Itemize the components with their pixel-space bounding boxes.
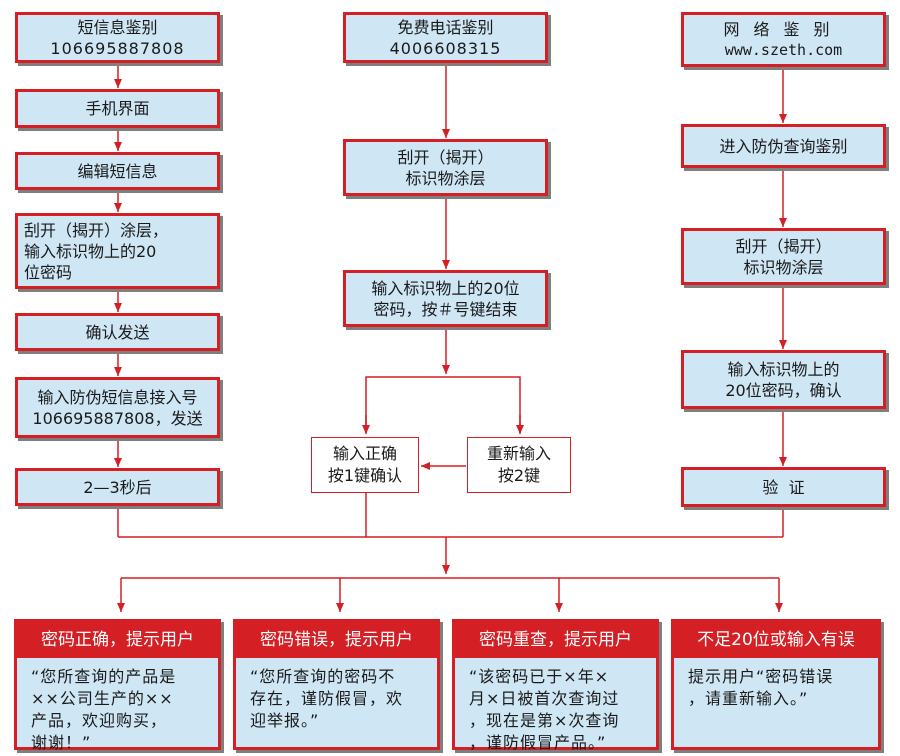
result-line: “该密码已于×年×	[469, 667, 610, 686]
edit-sms-label: 编辑短信息	[77, 161, 158, 181]
result-recheck-body: “该密码已于×年× 月×日被首次查询过 ，现在是第×次查询 ，谨防假冒产品。”	[455, 658, 656, 754]
phone-title: 免费电话鉴别	[397, 17, 494, 37]
result-line: 迎举报。”	[250, 711, 320, 730]
mid-scratch-line-1: 刮开（揭开）	[397, 147, 494, 167]
web-url: www.szeth.com	[724, 40, 843, 59]
result-recheck-title: 密码重查，提示用户	[455, 622, 656, 658]
result-invalid-box: 不足20位或输入有误 提示用户“密码错误 ，请重新输入。”	[671, 619, 881, 750]
arrow-mid-split	[365, 376, 521, 433]
result-line: 提示用户“密码错误	[688, 667, 834, 686]
mid-scratch-box: 刮开（揭开） 标识物涂层	[343, 139, 548, 196]
result-wrong-title: 密码错误，提示用户	[236, 622, 437, 658]
result-line: “您所查询的产品是	[31, 667, 177, 686]
verify-box: 验 证	[681, 467, 886, 507]
result-wrong-box: 密码错误，提示用户 “您所查询的密码不 存在，谨防假冒，欢 迎举报。”	[233, 619, 440, 750]
right-scratch-line-2: 标识物涂层	[743, 257, 824, 277]
reenter-line-1: 重新输入	[486, 444, 551, 463]
result-line: ，请重新输入。”	[688, 689, 809, 708]
web-verification-box: 网络鉴别 www.szeth.com	[681, 12, 886, 67]
wait-label: 2—3秒后	[83, 477, 152, 497]
edit-sms-box: 编辑短信息	[15, 152, 220, 190]
right-enter-code-line-2: 20位密码，确认	[725, 380, 842, 400]
result-line: 存在，谨防假冒，欢	[250, 689, 404, 708]
confirm-send-box: 确认发送	[15, 313, 220, 351]
input-correct-box: 输入正确 按1键确认	[311, 437, 419, 493]
result-line: 谢谢！”	[31, 733, 92, 752]
sms-number: 106695887808	[50, 38, 185, 58]
scratch-line-2: 输入标识物上的20	[24, 241, 157, 261]
enter-query-box: 进入防伪查询鉴别	[681, 124, 886, 168]
mid-enter-code-line-2: 密码，按＃号键结束	[373, 299, 518, 319]
correct-line-1: 输入正确	[332, 444, 397, 463]
result-correct-body: “您所查询的产品是 ××公司生产的×× 产品，欢迎购买， 谢谢！”	[17, 658, 218, 754]
reenter-line-2: 按2键	[497, 466, 541, 485]
enter-number-line-1: 输入防伪短信息接入号	[37, 387, 198, 407]
result-line: ，谨防假冒产品。”	[469, 733, 607, 752]
result-invalid-body: 提示用户“密码错误 ，请重新输入。”	[674, 658, 878, 710]
phone-number: 4006608315	[389, 38, 502, 58]
verify-label: 验 证	[762, 477, 805, 497]
right-scratch-box: 刮开（揭开） 标识物涂层	[681, 228, 886, 285]
confirm-send-label: 确认发送	[85, 322, 150, 342]
scratch-line-1: 刮开（揭开）涂层，	[24, 220, 169, 240]
right-enter-code-line-1: 输入标识物上的	[727, 359, 840, 379]
wait-box: 2—3秒后	[15, 468, 220, 506]
result-recheck-box: 密码重查，提示用户 “该密码已于×年× 月×日被首次查询过 ，现在是第×次查询 …	[452, 619, 659, 752]
result-line: ××公司生产的××	[31, 689, 174, 708]
result-invalid-title: 不足20位或输入有误	[674, 622, 878, 658]
enter-number-line-2: 106695887808，发送	[32, 408, 203, 428]
result-wrong-body: “您所查询的密码不 存在，谨防假冒，欢 迎举报。”	[236, 658, 437, 732]
enter-access-number-box: 输入防伪短信息接入号 106695887808，发送	[15, 377, 220, 438]
sms-verification-box: 短信息鉴别 106695887808	[15, 12, 220, 63]
right-enter-code-box: 输入标识物上的 20位密码，确认	[681, 350, 886, 409]
phone-ui-label: 手机界面	[85, 99, 150, 118]
scratch-input-box: 刮开（揭开）涂层， 输入标识物上的20 位密码	[15, 213, 220, 289]
correct-line-2: 按1键确认	[327, 466, 403, 485]
phone-ui-box: 手机界面	[15, 89, 220, 128]
enter-query-label: 进入防伪查询鉴别	[719, 136, 848, 156]
scratch-line-3: 位密码	[24, 262, 73, 282]
web-title: 网络鉴别	[723, 19, 844, 39]
result-correct-title: 密码正确，提示用户	[17, 622, 218, 658]
mid-enter-code-box: 输入标识物上的20位 密码，按＃号键结束	[343, 270, 548, 327]
result-line: ，现在是第×次查询	[469, 711, 620, 730]
mid-enter-code-line-1: 输入标识物上的20位	[371, 278, 520, 298]
result-line: 产品，欢迎购买，	[31, 711, 168, 730]
result-correct-box: 密码正确，提示用户 “您所查询的产品是 ××公司生产的×× 产品，欢迎购买， 谢…	[14, 619, 221, 752]
mid-scratch-line-2: 标识物涂层	[405, 168, 486, 188]
phone-verification-box: 免费电话鉴别 4006608315	[343, 12, 548, 63]
reenter-box: 重新输入 按2键	[467, 437, 571, 493]
sms-title: 短信息鉴别	[77, 17, 158, 37]
right-scratch-line-1: 刮开（揭开）	[735, 236, 832, 256]
result-line: 月×日被首次查询过	[469, 689, 620, 708]
result-line: “您所查询的密码不	[250, 667, 396, 686]
